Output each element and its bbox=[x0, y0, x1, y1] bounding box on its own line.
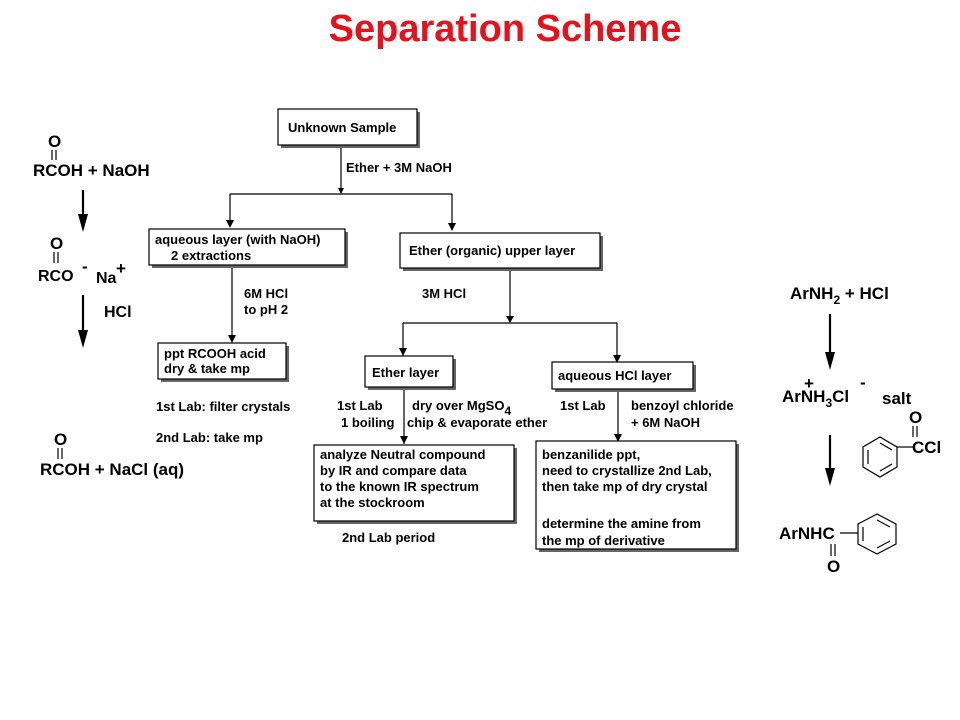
arnh3cl-label: ArNH3Cl bbox=[782, 387, 849, 410]
ether-upper-label: Ether (organic) upper layer bbox=[409, 243, 575, 258]
carbonyl-o-1: O bbox=[48, 132, 61, 151]
right-amine-reaction: ArNH2 + HCl + - ArNH3Cl salt O CCl ArNHC bbox=[779, 284, 941, 576]
box-aqueous-hcl: aqueous HCl layer bbox=[551, 361, 696, 392]
two-extractions-label: 2 extractions bbox=[171, 248, 251, 263]
rcooh-naoh-label: RCOH + NaOH bbox=[33, 161, 150, 180]
box-ppt-acid: ppt RCOOH acid dry & take mp bbox=[157, 342, 289, 382]
dry-take-mp-label: dry & take mp bbox=[164, 361, 250, 376]
hcl-label: HCl bbox=[104, 304, 132, 321]
box-benzanilide: benzanilide ppt, need to crystallize 2nd… bbox=[535, 440, 739, 552]
benz-line-2: need to crystallize 2nd Lab, bbox=[542, 463, 712, 478]
plus-charge: + bbox=[116, 259, 126, 278]
aqueous-layer-label: aqueous layer (with NaOH) bbox=[155, 232, 320, 247]
hcl-3m-label: 3M HCl bbox=[422, 286, 466, 301]
ether-layer-label: Ether layer bbox=[372, 365, 439, 380]
ppt-acid-label: ppt RCOOH acid bbox=[164, 346, 266, 361]
benz-line-5: the mp of derivative bbox=[542, 533, 665, 548]
carbonyl-o-ccl: O bbox=[909, 408, 922, 427]
second-lab-period-label: 2nd Lab period bbox=[342, 530, 435, 545]
salt-label: salt bbox=[882, 389, 912, 408]
naoh-6m-label: + 6M NaOH bbox=[631, 415, 700, 430]
neutral-line-4: at the stockroom bbox=[320, 495, 425, 510]
ccl-label: CCl bbox=[912, 438, 941, 457]
neutral-line-2: by IR and compare data bbox=[320, 463, 467, 478]
ammonium-plus: + bbox=[804, 374, 814, 393]
benz-line-4: determine the amine from bbox=[542, 516, 701, 531]
chip-evaporate-label: chip & evaporate ether bbox=[407, 415, 547, 430]
to-ph2-label: to pH 2 bbox=[244, 302, 288, 317]
minus-charge: - bbox=[82, 257, 88, 276]
second-lab-mp-label: 2nd Lab: take mp bbox=[156, 430, 263, 445]
benz-line-1: benzanilide ppt, bbox=[542, 447, 640, 462]
flow-connectors bbox=[226, 146, 622, 444]
first-lab-b-label: 1st Lab bbox=[560, 398, 606, 413]
box-aqueous-layer: aqueous layer (with NaOH) 2 extractions bbox=[148, 228, 348, 268]
box-ether-layer: Ether layer bbox=[364, 355, 456, 390]
aqueous-hcl-label: aqueous HCl layer bbox=[558, 368, 671, 383]
arnhc-label: ArNHC bbox=[779, 524, 835, 543]
ether-naoh-label: Ether + 3M NaOH bbox=[346, 160, 452, 175]
page-title: Separation Scheme bbox=[328, 8, 682, 50]
rco-label: RCO bbox=[38, 268, 74, 285]
chloride-minus: - bbox=[860, 373, 866, 392]
first-lab-a-label: 1st Lab bbox=[337, 398, 383, 413]
arnh2-hcl-label: ArNH2 + HCl bbox=[790, 284, 889, 307]
neutral-line-3: to the known IR spectrum bbox=[320, 479, 479, 494]
benz-line-3: then take mp of dry crystal bbox=[542, 479, 707, 494]
carbonyl-o-bottom: O bbox=[827, 557, 840, 576]
box-ether-upper: Ether (organic) upper layer bbox=[399, 232, 603, 271]
hcl-6m-label: 6M HCl bbox=[244, 286, 288, 301]
benzene-ring-icon bbox=[862, 436, 913, 478]
box-unknown-sample: Unknown Sample bbox=[277, 108, 420, 148]
left-acid-reaction: O RCOH + NaOH O RCO - Na + HCl O RCOH + … bbox=[33, 132, 184, 479]
unknown-sample-label: Unknown Sample bbox=[288, 120, 396, 135]
one-boiling-label: 1 boiling bbox=[341, 415, 395, 430]
benzoyl-chloride-label: benzoyl chloride bbox=[631, 398, 734, 413]
carbonyl-o-3: O bbox=[54, 430, 67, 449]
benzene-ring-product-icon bbox=[857, 513, 897, 555]
first-lab-filter-label: 1st Lab: filter crystals bbox=[156, 399, 290, 414]
sodium-label: Na bbox=[96, 270, 117, 287]
neutral-line-1: analyze Neutral compound bbox=[320, 447, 485, 462]
carbonyl-o-2: O bbox=[50, 234, 63, 253]
rcooh-nacl-label: RCOH + NaCl (aq) bbox=[40, 460, 184, 479]
box-neutral-compound: analyze Neutral compound by IR and compa… bbox=[313, 444, 517, 524]
dry-mgso4-label: dry over MgSO4 bbox=[412, 398, 511, 418]
